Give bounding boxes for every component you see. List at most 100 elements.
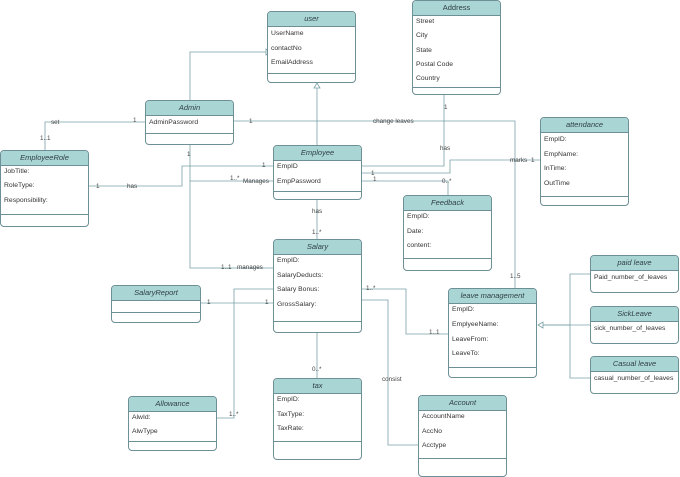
employee-address-assoc (362, 95, 445, 167)
class-name: Allowance (129, 397, 216, 412)
casual-leave-inheritance (569, 325, 590, 379)
attribute: Postal Code (416, 61, 454, 68)
class-casual-leave[interactable]: Casual leave casual_number_of_leaves (590, 356, 679, 394)
class-admin[interactable]: Admin AdminPassword (145, 100, 234, 145)
assoc-label-has: has (440, 145, 451, 152)
attribute: sick_number_of_leaves (594, 325, 666, 332)
attribute: EmpID: (452, 306, 475, 313)
attribute: InTime: (544, 165, 567, 172)
assoc-label-set: set (51, 119, 60, 126)
multiplicity: 1 (265, 299, 269, 306)
class-name: tax (274, 379, 361, 394)
assoc-label-manages: manages (237, 264, 263, 271)
class-paid-leave[interactable]: paid leave Paid_number_of_leaves (590, 255, 679, 293)
multiplicity: 1..1 (40, 135, 51, 142)
attribute: GrossSalary: (277, 301, 317, 308)
attribute: EmpName: (544, 151, 578, 158)
multiplicity: 1..* (366, 285, 376, 292)
class-employee[interactable]: Employee EmpID EmpPassword (273, 145, 362, 200)
employee-feedback-assoc (362, 180, 449, 195)
multiplicity: 1 (96, 183, 100, 190)
assoc-label-consist: consist (382, 376, 402, 383)
class-name: EmployeeRole (1, 151, 88, 166)
multiplicity: 1..* (230, 175, 240, 182)
attribute: AccNo (422, 428, 443, 435)
multiplicity: 1 (262, 162, 266, 169)
admin-role-assoc (44, 121, 145, 150)
inheritance-arrow-head (313, 82, 321, 89)
multiplicity: 1..1 (429, 329, 440, 336)
class-user[interactable]: user UserName contactNo EmailAddress (267, 11, 356, 83)
method-separator (274, 441, 361, 442)
multiplicity: 1 (207, 299, 211, 306)
class-tax[interactable]: tax EmpID: TaxType: TaxRate: (273, 378, 362, 460)
attribute: LeaveTo: (452, 350, 480, 357)
assoc-label-manages: Manages (243, 178, 269, 185)
admin-leave-assoc (234, 120, 516, 288)
class-name: SalaryReport (112, 286, 200, 301)
attribute: TaxType: (277, 411, 305, 418)
assoc-label-has: has (312, 208, 323, 215)
attribute: EmpPassword (277, 178, 321, 185)
attribute: LeaveFrom: (452, 336, 489, 343)
method-separator (268, 73, 355, 74)
class-feedback[interactable]: Feedback EmpID: Date: content: (403, 195, 492, 271)
attribute: AdminPassword (149, 119, 199, 126)
admin-user-inheritance (189, 51, 266, 100)
attribute: JobTitle: (4, 168, 30, 175)
attribute: Date: (407, 228, 424, 235)
method-separator (274, 321, 361, 322)
class-name: paid leave (591, 256, 678, 271)
class-attendance[interactable]: attendance EmpID: EmpName: InTime: OutTi… (540, 117, 629, 206)
role-employee-assoc (89, 165, 273, 187)
attribute: RoleType: (4, 182, 35, 189)
multiplicity: 1 (373, 176, 377, 183)
attribute: EmpID: (407, 213, 430, 220)
multiplicity: 1 (187, 151, 191, 158)
attribute: content: (407, 242, 432, 249)
class-leave-management[interactable]: leave management EmpID: EmplyeeName: Lea… (448, 288, 537, 378)
class-name: leave management (449, 289, 536, 304)
attribute: EmpID: (277, 257, 300, 264)
attribute: contactNo (271, 45, 302, 52)
class-allowance[interactable]: Allowance AlwId: AlwType (128, 396, 217, 451)
multiplicity: 1 (531, 157, 535, 164)
multiplicity: 0..* (312, 366, 322, 373)
salary-account-assoc (362, 299, 418, 446)
method-separator (449, 367, 536, 368)
class-name: SickLeave (591, 307, 678, 322)
multiplicity: 1 (249, 118, 253, 125)
class-salary-report[interactable]: SalaryReport (111, 285, 201, 323)
method-separator (413, 87, 500, 88)
class-address[interactable]: Address Street City State Postal Code Co… (412, 0, 501, 95)
class-account[interactable]: Account AccountName AccNo Acctype (418, 395, 507, 477)
class-name: attendance (541, 118, 628, 133)
class-name: Admin (146, 101, 233, 116)
assoc-label-marks: marks (510, 157, 528, 164)
attribute: Paid_number_of_leaves (594, 274, 668, 281)
method-separator (129, 441, 216, 442)
attribute: TaxRate: (277, 425, 304, 432)
class-name: Casual leave (591, 357, 678, 372)
attribute: UserName (271, 30, 304, 37)
attribute: AlwId: (132, 414, 151, 421)
method-separator (274, 191, 361, 192)
method-separator (541, 196, 628, 197)
multiplicity: 1 (371, 170, 375, 177)
attribute: OutTime (544, 180, 570, 187)
class-employee-role[interactable]: EmployeeRole JobTitle: RoleType: Respons… (0, 150, 89, 227)
attribute: City (416, 32, 428, 39)
multiplicity: 1 (444, 104, 448, 111)
method-separator (1, 214, 88, 215)
salary-leave-assoc (362, 288, 448, 335)
method-separator (112, 312, 200, 313)
attribute: EmpID: (277, 396, 300, 403)
class-sick-leave[interactable]: SickLeave sick_number_of_leaves (590, 306, 679, 344)
class-salary[interactable]: Salary EmpID: SalaryDeducts: Salary Bonu… (273, 239, 362, 333)
attribute: AccountName (422, 413, 465, 420)
allowance-salary-assoc (217, 288, 273, 419)
multiplicity: 1..5 (510, 273, 521, 280)
admin-salary-assoc (189, 181, 273, 269)
paid-leave-inheritance (543, 273, 590, 326)
